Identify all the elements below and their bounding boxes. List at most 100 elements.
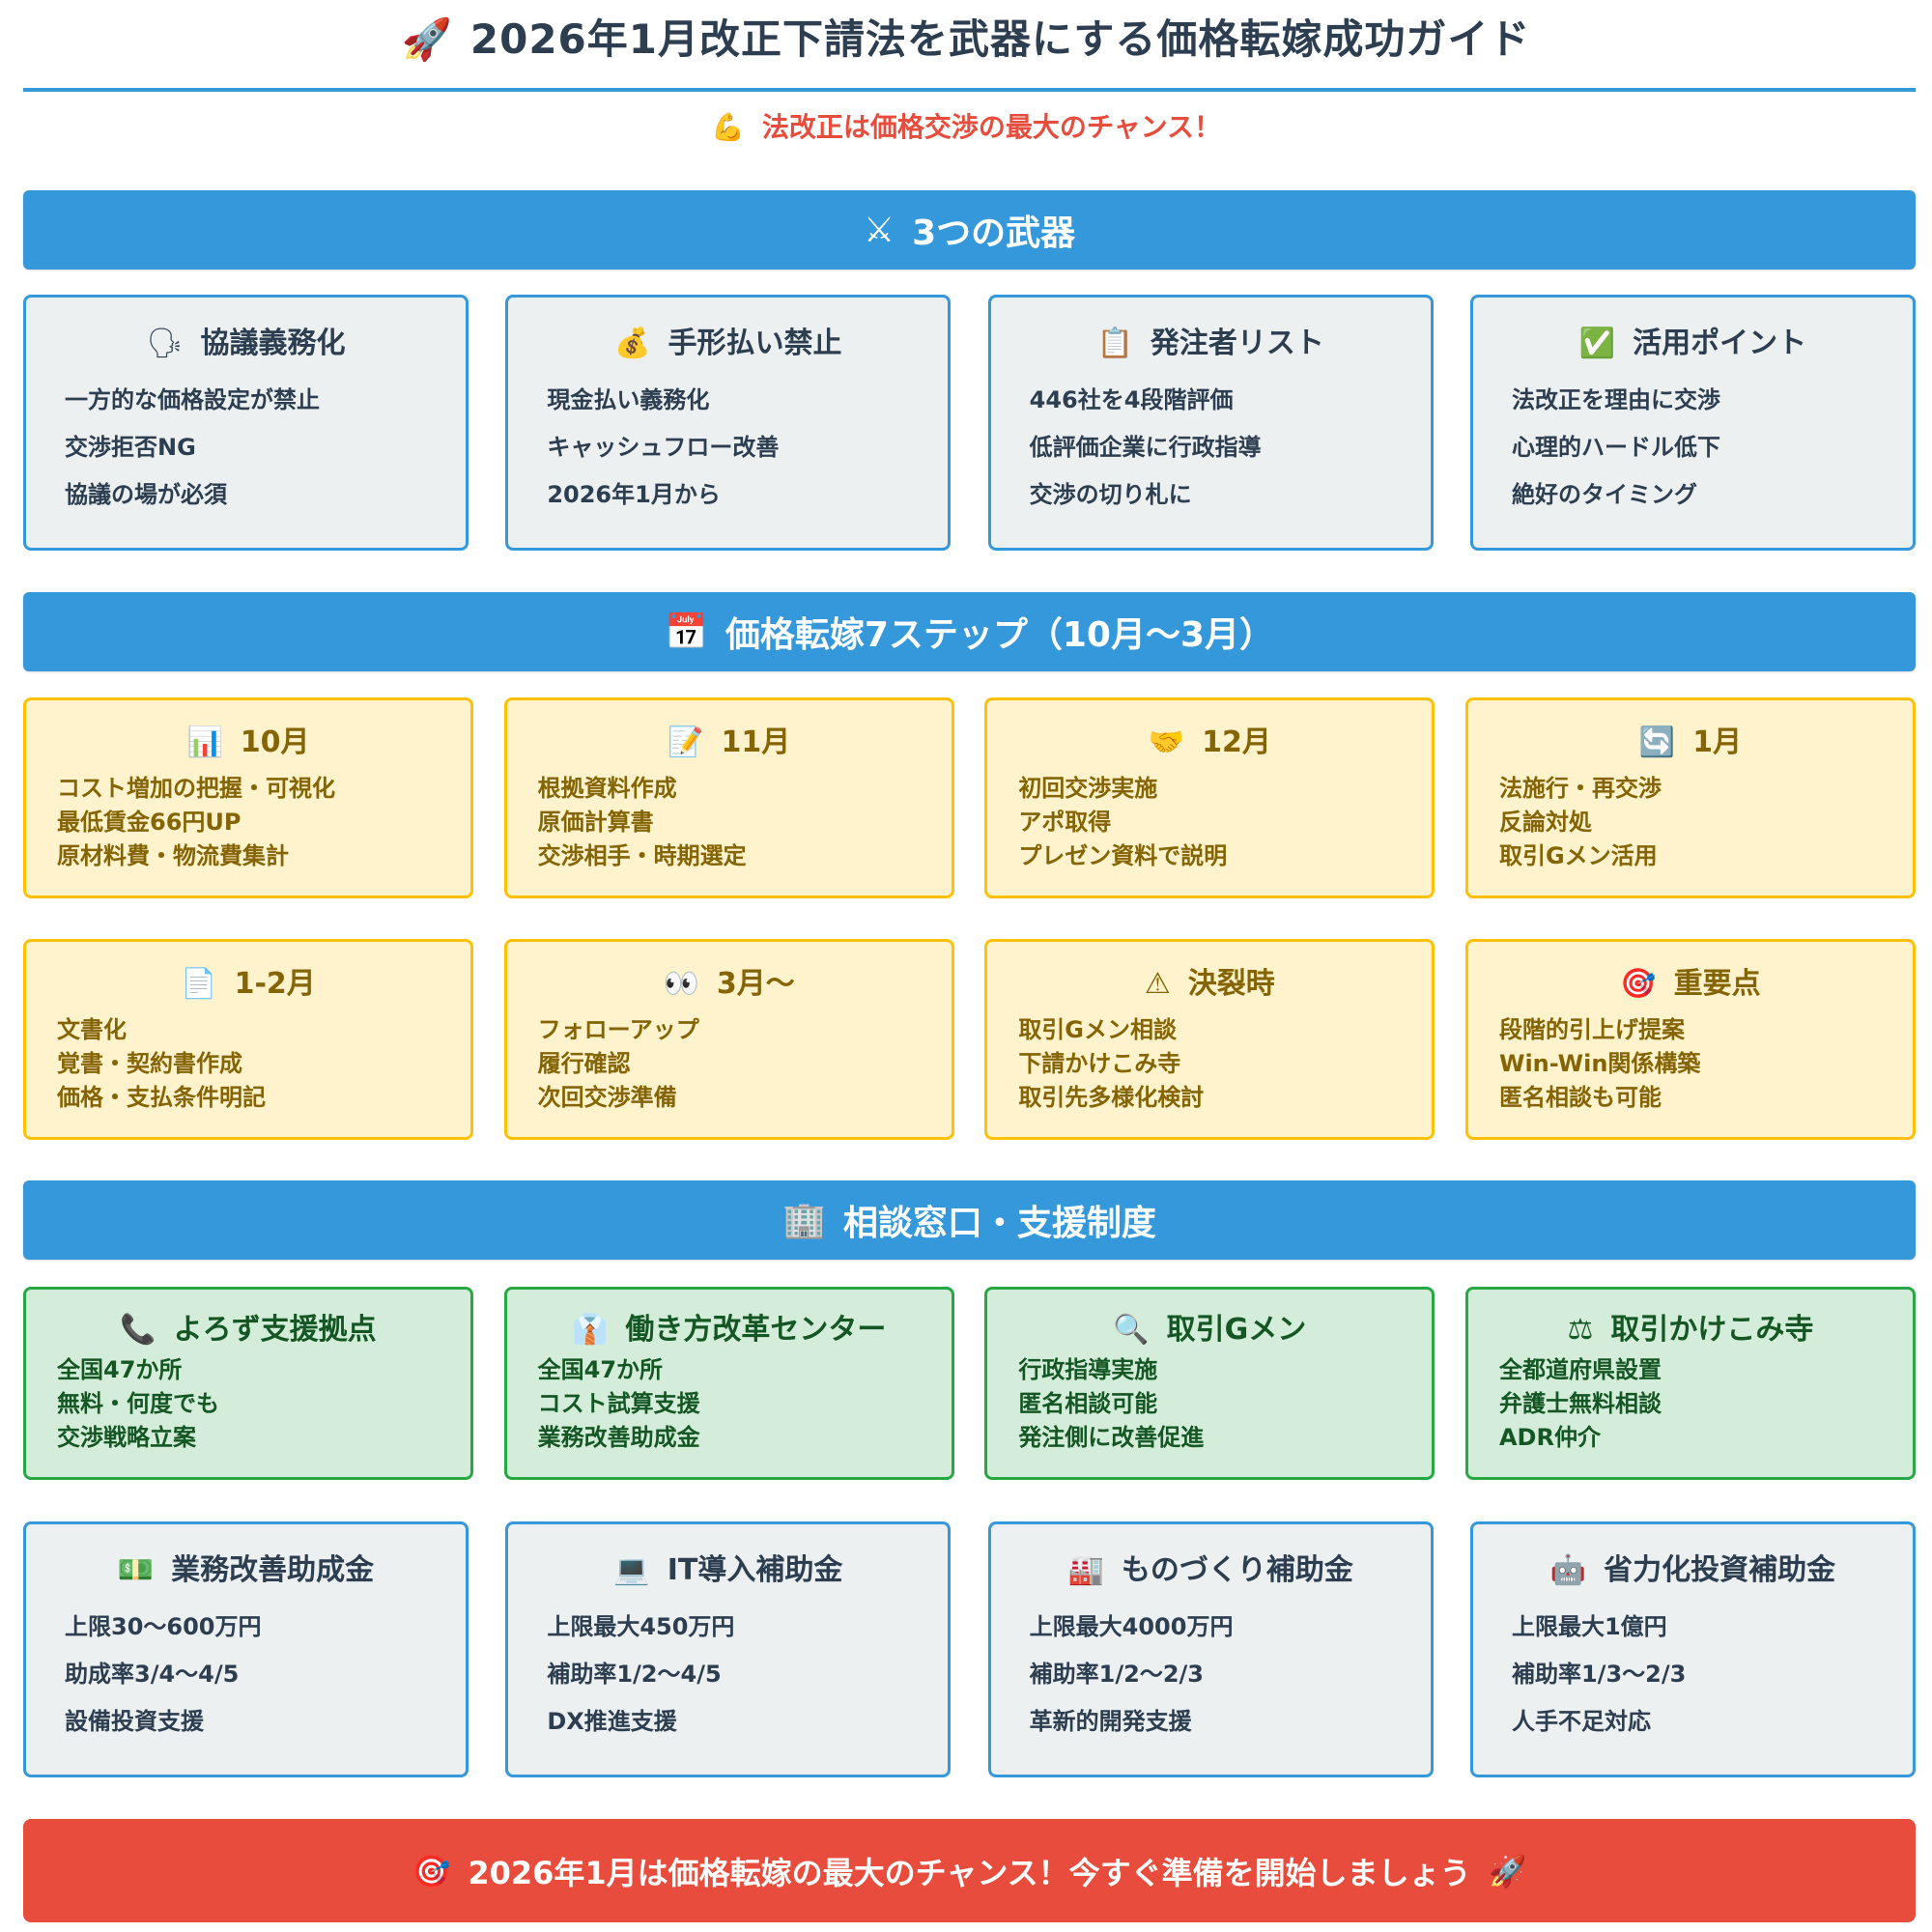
subsidy-card: 🤖省力化投資補助金 上限最大1億円 補助率1/3〜2/3 人手不足対応 [1469,1521,1916,1777]
card-item: 446社を4段階評価 [1029,386,1234,413]
money-bag-icon: 💰 [614,327,651,360]
card-title: 取引かけこみ寺 [1610,1313,1814,1347]
card-header: 🔍取引Gメン [1018,1309,1401,1351]
card-item: 弁護士無料相談 [1498,1390,1662,1417]
telephone-icon: 📞 [120,1313,156,1347]
card-item: プレゼン資料で説明 [1018,842,1228,869]
necktie-icon: 👔 [571,1313,609,1347]
card-item: 上限最大4000万円 [1029,1613,1234,1640]
office-building-icon: 🏢 [782,1201,826,1240]
rocket-icon: 🚀 [401,15,453,63]
card-header: 📝11月 [538,722,921,764]
card-item: キャッシュフロー改善 [547,434,780,461]
card-header: 📊10月 [57,722,440,764]
step-card: 📊10月 コスト増加の把握・可視化 最低賃金66円UP 原材料費・物流費集計 [23,697,473,898]
card-item: 全都道府県設置 [1498,1356,1662,1383]
card-item: 交渉拒否NG [65,434,196,461]
weapon-card: 📋発注者リスト 446社を4段階評価 低評価企業に行政指導 交渉の切り札に [987,295,1434,551]
card-title: 重要点 [1673,967,1761,1001]
card-item: 行政指導実施 [1018,1356,1158,1383]
card-item: 全国47か所 [537,1356,664,1383]
card-title: 業務改善助成金 [171,1553,375,1587]
card-title: 10月 [240,725,310,759]
card-item: 絶好のタイミング [1511,481,1697,508]
card-title: 決裂時 [1187,967,1275,1001]
target-icon: 🎯 [412,1852,451,1889]
card-header: 💻IT導入補助金 [547,1549,909,1592]
card-title: 12月 [1202,725,1271,759]
card-title: ものづくり補助金 [1121,1553,1353,1587]
card-item: 下請かけこみ寺 [1018,1050,1181,1077]
card-item: 段階的引上げ提案 [1498,1016,1685,1043]
card-item: 原価計算書 [537,809,654,836]
step-card: 🤝12月 初回交渉実施 アポ取得 プレゼン資料で説明 [984,697,1435,898]
card-item: 交渉戦略立案 [57,1424,196,1451]
card-item: 根拠資料作成 [537,775,677,802]
subsidies-row: 💵業務改善助成金 上限30〜600万円 助成率3/4〜4/5 設備投資支援 💻I… [23,1521,1916,1777]
card-title: 1月 [1692,725,1743,759]
robot-icon: 🤖 [1549,1553,1587,1587]
handshake-icon: 🤝 [1148,725,1185,759]
section-title: 価格転嫁7ステップ（10月〜3月） [724,615,1275,655]
card-item: 匿名相談も可能 [1498,1084,1662,1111]
card-item: 価格・支払条件明記 [57,1084,266,1111]
speaking-head-icon: 🗣 [146,327,184,360]
card-title: 1-2月 [234,967,316,1001]
card-item: 次回交渉準備 [537,1084,677,1111]
card-item: 取引先多様化検討 [1018,1084,1205,1111]
card-item: 設備投資支援 [65,1708,204,1735]
page-title: 🚀 2026年1月改正下請法を武器にする価格転嫁成功ガイド [0,10,1932,70]
card-item: 上限最大1億円 [1511,1613,1667,1640]
card-header: 🔄 1月 [1499,722,1882,764]
weapons-row: 🗣協議義務化 一方的な価格設定が禁止 交渉拒否NG 協議の場が必須 💰手形払い禁… [23,295,1916,551]
memo-icon: 📝 [668,725,704,759]
card-item: DX推進支援 [547,1708,677,1735]
rocket-icon: 🚀 [1488,1852,1527,1889]
card-item: 履行確認 [537,1050,631,1077]
contact-card: 📞よろず支援拠点 全国47か所 無料・何度でも 交渉戦略立案 [23,1287,473,1480]
warning-icon: ⚠ [1144,967,1171,1001]
card-item: Win-Win関係構築 [1498,1050,1701,1077]
weapon-card: 🗣協議義務化 一方的な価格設定が禁止 交渉拒否NG 協議の場が必須 [23,295,469,551]
steps-row-2: 📄1-2月 文書化 覚書・契約書作成 価格・支払条件明記 👀3月〜 フォローアッ… [23,939,1916,1140]
card-header: 📋発注者リスト [1030,323,1392,365]
step-card: 📄1-2月 文書化 覚書・契約書作成 価格・支払条件明記 [23,939,473,1140]
section-title: 相談窓口・支援制度 [842,1204,1156,1243]
card-item: 法改正を理由に交渉 [1511,386,1720,413]
step-card: 👀3月〜 フォローアップ 履行確認 次回交渉準備 [503,939,954,1140]
section-header-support: 🏢 相談窓口・支援制度 [23,1180,1916,1260]
card-header: 🤝 12月 [1018,722,1401,764]
card-item: フォローアップ [537,1016,699,1043]
weapon-card: 💰手形払い禁止 現金払い義務化 キャッシュフロー改善 2026年1月から [505,295,952,551]
card-item: 交渉の切り札に [1029,481,1192,508]
page-title-text: 2026年1月改正下請法を武器にする価格転嫁成功ガイド [469,15,1531,63]
card-item: 匿名相談可能 [1018,1390,1158,1417]
card-item: 協議の場が必須 [65,481,227,508]
subsidy-card: 💵業務改善助成金 上限30〜600万円 助成率3/4〜4/5 設備投資支援 [23,1521,469,1777]
card-header: ⚖取引かけこみ寺 [1499,1309,1882,1351]
card-item: 低評価企業に行政指導 [1029,434,1262,461]
step-card: 🔄1月 法施行・再交渉 反論対処 取引Gメン活用 [1464,697,1916,898]
calendar-icon: 📅 [664,612,708,652]
contact-card: ⚖取引かけこみ寺 全都道府県設置 弁護士無料相談 ADR仲介 [1464,1287,1916,1480]
card-item: 初回交渉実施 [1018,775,1158,802]
check-mark-icon: ✅ [1578,327,1616,360]
card-header: 🗣協議義務化 [65,323,427,365]
card-item: コスト試算支援 [537,1390,700,1417]
card-header: 📄1-2月 [57,963,440,1006]
refresh-arrows-icon: 🔄 [1638,725,1676,759]
card-item: 取引Gメン活用 [1498,842,1658,869]
card-item: 取引Gメン相談 [1018,1016,1178,1043]
flexed-biceps-icon: 💪 [710,111,745,143]
card-item: 文書化 [57,1016,127,1043]
card-item: 原材料費・物流費集計 [57,842,289,869]
card-title: よろず支援拠点 [173,1313,377,1347]
card-title: 活用ポイント [1633,327,1807,360]
card-title: 省力化投資補助金 [1604,1553,1836,1587]
laptop-icon: 💻 [613,1553,650,1587]
step-card: 🎯重要点 段階的引上げ提案 Win-Win関係構築 匿名相談も可能 [1464,939,1916,1140]
steps-row-1: 📊10月 コスト増加の把握・可視化 最低賃金66円UP 原材料費・物流費集計 📝… [23,697,1916,898]
step-card: ⚠ 決裂時 取引Gメン相談 下請かけこみ寺 取引先多様化検討 [984,939,1435,1140]
card-item: 発注側に改善促進 [1018,1424,1205,1451]
card-item: 補助率1/3〜2/3 [1511,1661,1687,1688]
